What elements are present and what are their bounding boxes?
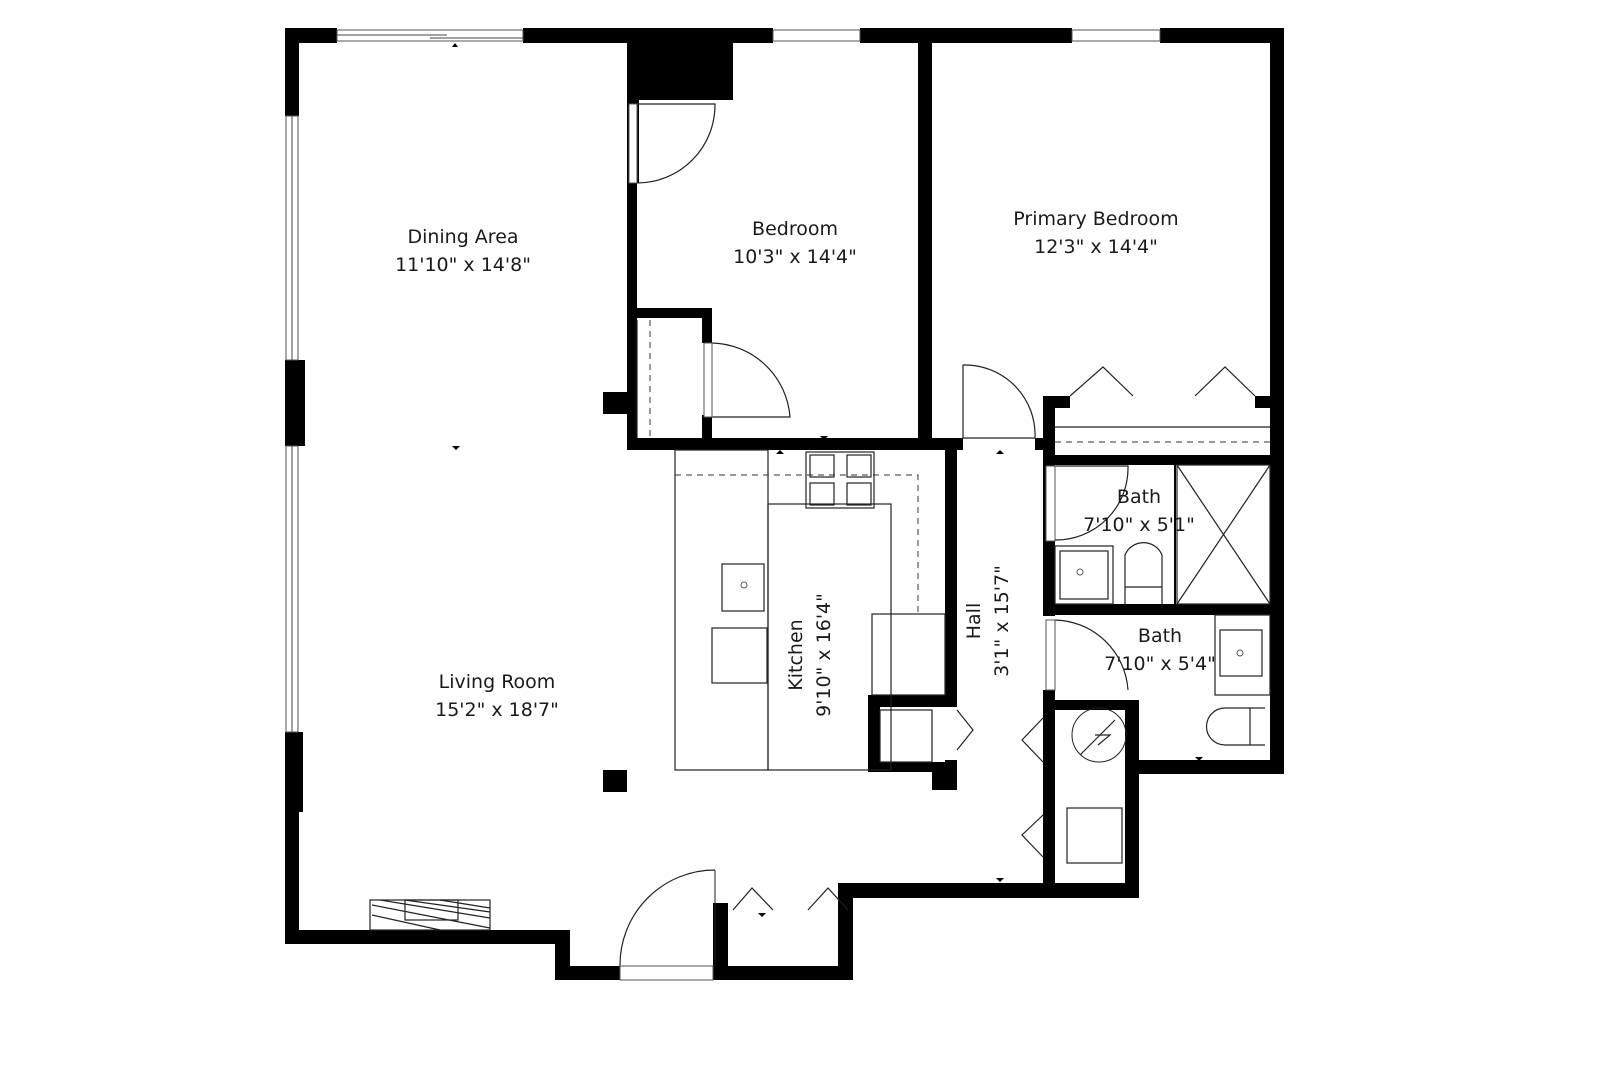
room-label-living-room: Living Room 15'2" x 18'7"	[435, 668, 559, 724]
room-label-bath-2: Bath 7'10" x 5'4"	[1104, 622, 1216, 678]
room-label-dining-area: Dining Area 11'10" x 14'8"	[395, 223, 531, 279]
windows	[285, 29, 1161, 733]
room-dimensions: 15'2" x 18'7"	[435, 699, 559, 721]
fixtures	[369, 320, 1271, 931]
room-name: Primary Bedroom	[1013, 208, 1179, 230]
fireplace	[369, 899, 491, 931]
room-name: Dining Area	[407, 226, 519, 248]
room-name: Kitchen	[785, 619, 807, 691]
room-dimensions: 9'10" x 16'4"	[813, 593, 835, 717]
room-name: Bath	[1116, 486, 1162, 508]
room-dimensions: 12'3" x 14'4"	[1034, 236, 1158, 258]
room-name: Living Room	[438, 671, 556, 693]
room-name: Hall	[963, 602, 985, 640]
room-label-kitchen: Kitchen 9'10" x 16'4"	[782, 593, 838, 717]
room-dimensions: 7'10" x 5'1"	[1083, 514, 1195, 536]
room-dimensions: 10'3" x 14'4"	[733, 246, 857, 268]
measurement-markers	[452, 43, 1203, 917]
room-dimensions: 11'10" x 14'8"	[395, 254, 531, 276]
room-dimensions: 7'10" x 5'4"	[1104, 653, 1216, 675]
doors	[619, 103, 1256, 981]
room-dimensions: 3'1" x 15'7"	[991, 565, 1013, 677]
room-label-bath-1: Bath 7'10" x 5'1"	[1083, 483, 1195, 539]
room-label-hall: Hall 3'1" x 15'7"	[960, 565, 1016, 677]
room-label-primary-bedroom: Primary Bedroom 12'3" x 14'4"	[1013, 205, 1178, 261]
room-name: Bath	[1137, 625, 1183, 647]
room-label-bedroom: Bedroom 10'3" x 14'4"	[733, 215, 857, 271]
room-name: Bedroom	[752, 218, 838, 240]
interior-walls	[603, 42, 1270, 885]
